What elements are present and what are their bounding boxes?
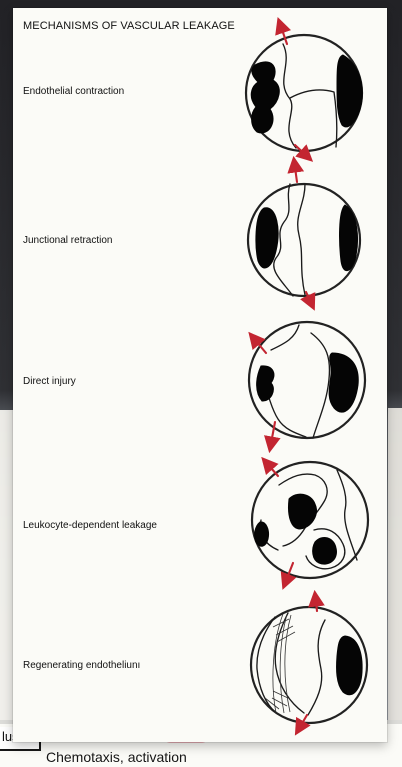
leukocyte-nucleus-lower xyxy=(313,537,337,564)
vessel-cross-section-endothelial-contraction xyxy=(246,21,362,159)
leakage-arrow-down xyxy=(306,292,313,307)
contracted-endothelial-nucleus xyxy=(251,62,279,133)
leakage-arrow-up-left xyxy=(264,460,278,476)
vascular-leakage-diagram: MECHANISMS OF VASCULAR LEAKAGE Endotheli… xyxy=(13,8,387,742)
injured-cell-membrane-upper xyxy=(271,325,299,350)
damaged-endothelial-nucleus xyxy=(257,366,274,401)
retracted-junction-right xyxy=(298,184,305,295)
background-slide-right xyxy=(388,408,402,767)
intact-cell-border xyxy=(311,333,329,438)
vessel-cross-section-direct-injury xyxy=(249,322,365,449)
vascular-leakage-illustration xyxy=(13,8,387,742)
vessel-cross-section-leukocyte-dependent-leakage xyxy=(252,460,368,586)
endothelial-nucleus xyxy=(337,636,363,695)
leakage-arrow-up-left xyxy=(251,335,266,353)
vessel-cross-section-regenerating-endothelium xyxy=(251,594,367,732)
leukocyte-nucleus-upper xyxy=(288,494,316,529)
leakage-arrow-up xyxy=(315,594,317,611)
cell-junction xyxy=(308,620,325,715)
vessel-cross-section-junctional-retraction xyxy=(248,160,360,307)
background-caption: Chemotaxis, activation xyxy=(46,749,187,765)
endothelial-nucleus xyxy=(337,55,362,127)
injured-endothelial-nucleus xyxy=(255,522,269,546)
leakage-arrow-up xyxy=(294,160,297,182)
cell-junction-gap xyxy=(290,90,337,147)
leakage-arrow-down xyxy=(295,145,310,159)
endothelial-nucleus xyxy=(329,353,358,412)
